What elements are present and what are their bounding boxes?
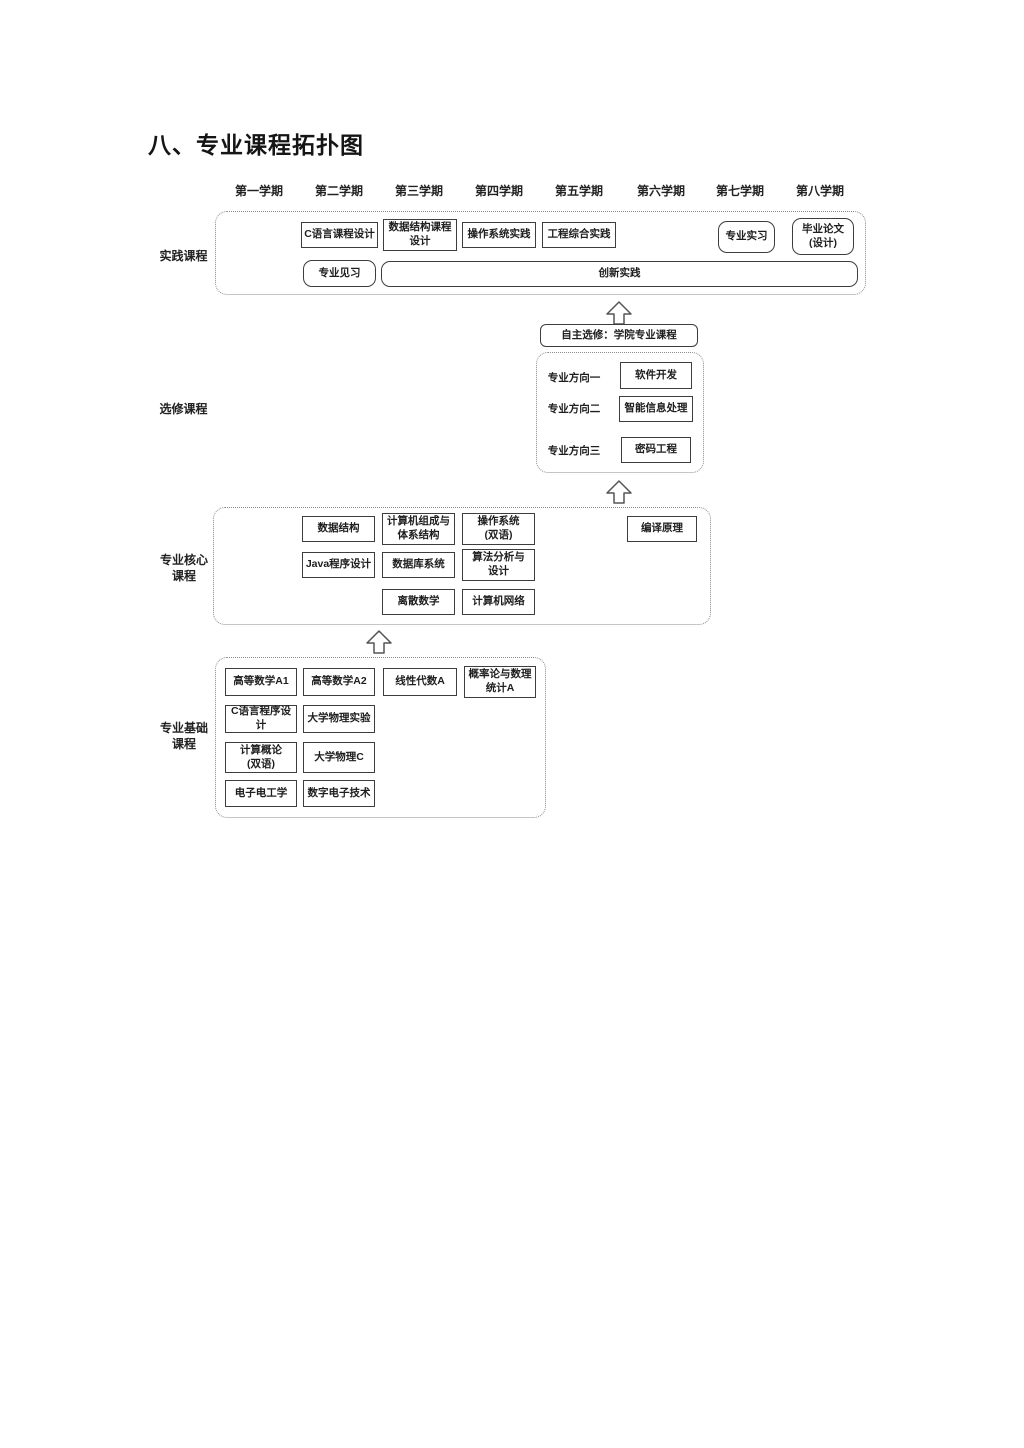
course-box-computer-network: 计算机网络 <box>462 589 535 615</box>
course-box-self-select: 自主选修：学院专业课程 <box>540 324 698 347</box>
course-box-compiler: 编译原理 <box>627 516 697 542</box>
section-label-practice: 实践课程 <box>159 249 208 263</box>
course-box-cryptography: 密码工程 <box>621 437 691 463</box>
page-title: 八、专业课程拓扑图 <box>148 132 364 158</box>
course-box-physics-c: 大学物理C <box>303 742 375 773</box>
course-box-computing-intro: 计算概论 (双语) <box>225 742 297 773</box>
course-box-math-a2: 高等数学A2 <box>303 668 375 696</box>
semester-header-5: 第五学期 <box>554 184 603 198</box>
course-box-innovation-practice: 创新实践 <box>381 261 858 287</box>
section-label-core: 专业核心 课程 <box>159 553 208 584</box>
course-box-discrete-math: 离散数学 <box>382 589 455 615</box>
up-arrow-icon <box>364 630 394 659</box>
semester-header-1: 第一学期 <box>234 184 283 198</box>
course-box-database: 数据库系统 <box>382 552 455 578</box>
practice-courses-container <box>215 211 866 295</box>
up-arrow-icon <box>604 480 634 509</box>
core-courses-container <box>213 507 711 625</box>
course-box-math-a1: 高等数学A1 <box>225 668 297 696</box>
course-box-c-course-design: C语言课程设计 <box>301 222 378 248</box>
section-label-elective: 选修课程 <box>159 402 208 416</box>
course-box-data-structure-design: 数据结构课程 设计 <box>383 219 457 251</box>
semester-header-7: 第七学期 <box>715 184 764 198</box>
course-box-data-structure: 数据结构 <box>302 516 375 542</box>
course-box-os-practice: 操作系统实践 <box>462 222 536 248</box>
course-box-engineering-practice: 工程综合实践 <box>542 222 616 248</box>
course-box-intelligent-info: 智能信息处理 <box>619 396 693 422</box>
semester-header-4: 第四学期 <box>474 184 523 198</box>
direction-label-1: 专业方向一 <box>547 372 601 384</box>
basic-courses-container <box>215 657 546 818</box>
course-box-linear-algebra: 线性代数A <box>383 668 457 696</box>
course-box-probation: 专业见习 <box>303 260 376 287</box>
course-box-software-dev: 软件开发 <box>620 362 692 389</box>
course-box-algorithm: 算法分析与 设计 <box>462 549 535 581</box>
semester-header-2: 第二学期 <box>314 184 363 198</box>
semester-header-6: 第六学期 <box>636 184 685 198</box>
course-box-digital-tech: 数字电子技术 <box>303 780 375 807</box>
course-box-c-language: C语言程序设计 <box>225 705 297 733</box>
semester-header-8: 第八学期 <box>795 184 844 198</box>
course-box-java: Java程序设计 <box>302 552 375 578</box>
direction-label-2: 专业方向二 <box>547 403 601 415</box>
course-box-graduation-thesis: 毕业论文 (设计) <box>792 218 854 255</box>
course-box-electrical: 电子电工学 <box>225 780 297 807</box>
direction-label-3: 专业方向三 <box>547 445 601 457</box>
course-box-physics-experiment: 大学物理实验 <box>303 705 375 733</box>
elective-courses-container <box>536 352 704 473</box>
course-box-internship: 专业实习 <box>718 221 775 253</box>
course-box-operating-system: 操作系统 (双语) <box>462 513 535 545</box>
semester-header-3: 第三学期 <box>394 184 443 198</box>
section-label-basic: 专业基础 课程 <box>159 721 208 752</box>
course-box-probability: 概率论与数理 统计A <box>464 666 536 698</box>
course-box-computer-organization: 计算机组成与 体系结构 <box>382 513 455 545</box>
